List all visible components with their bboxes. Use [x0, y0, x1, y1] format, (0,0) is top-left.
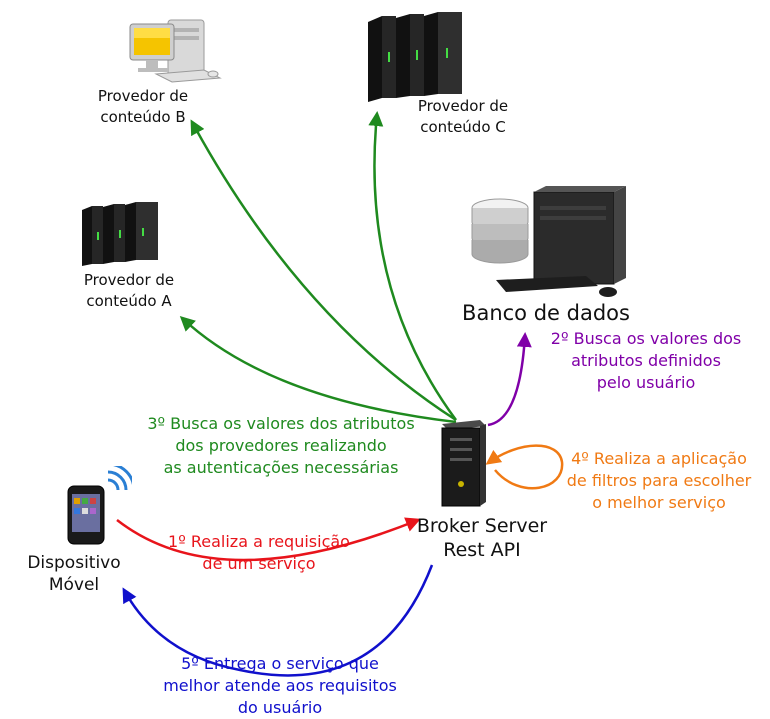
arrow-to-provider-b — [190, 119, 457, 422]
provider-b-line2: conteúdo B — [100, 108, 186, 126]
step1-line2: de um serviço — [202, 554, 316, 573]
provider-c-line2: conteúdo C — [420, 118, 506, 136]
provider-a-label: Provedor de conteúdo A — [66, 270, 192, 312]
provider-c-label: Provedor de conteúdo C — [400, 96, 526, 138]
smartphone-icon — [67, 466, 132, 545]
step2-text: 2º Busca os valores dos atributos defini… — [528, 328, 764, 394]
arrow-request — [116, 517, 421, 562]
step4-line2: de filtros para escolher — [566, 471, 752, 490]
provider-a-line1: Provedor de — [83, 271, 175, 289]
provider-c-line1: Provedor de — [417, 97, 509, 115]
device-label: Dispositivo Móvel — [14, 552, 134, 596]
desktop-computer-icon — [129, 19, 222, 83]
step2-line2: atributos definidos — [571, 351, 721, 370]
provider-b-label: Provedor de conteúdo B — [80, 86, 206, 128]
database-label: Banco de dados — [462, 301, 630, 325]
step2-line1: 2º Busca os valores dos — [550, 329, 742, 348]
step5-text: 5º Entrega o serviço que melhor atende a… — [130, 653, 430, 719]
database-workstation-icon — [471, 186, 626, 297]
server-rack-icon — [82, 202, 158, 266]
step5-line2: melhor atende aos requisitos — [163, 676, 397, 695]
step3-line2: dos provedores realizando — [175, 436, 387, 455]
broker-line2: Rest API — [443, 539, 521, 561]
server-tower-icon — [441, 420, 486, 507]
arrow-filter-loop — [485, 444, 564, 490]
step1-text: 1º Realiza a requisição de um serviço — [146, 531, 372, 575]
arrow-to-provider-c — [368, 111, 458, 421]
arrow-delivery — [122, 564, 434, 677]
step4-text: 4º Realiza a aplicação de filtros para e… — [554, 448, 764, 514]
step4-line1: 4º Realiza a aplicação — [571, 449, 747, 468]
step5-line3: do usuário — [237, 698, 323, 717]
step4-line3: o melhor serviço — [592, 493, 726, 512]
provider-a-line2: conteúdo A — [86, 292, 172, 310]
device-line2: Móvel — [48, 575, 100, 595]
broker-label: Broker Server Rest API — [412, 514, 552, 562]
step3-line1: 3º Busca os valores dos atributos — [147, 414, 415, 433]
device-line1: Dispositivo — [27, 553, 121, 573]
step1-line1: 1º Realiza a requisição — [168, 532, 350, 551]
step3-text: 3º Busca os valores dos atributos dos pr… — [128, 413, 434, 479]
step5-line1: 5º Entrega o serviço que — [181, 654, 379, 673]
arrow-to-provider-a — [179, 315, 457, 424]
arrow-to-database — [487, 332, 532, 427]
step2-line3: pelo usuário — [596, 373, 696, 392]
broker-line1: Broker Server — [416, 515, 548, 537]
provider-b-line1: Provedor de — [97, 87, 189, 105]
server-rack-icon — [368, 12, 462, 102]
step3-line3: as autenticações necessárias — [163, 458, 399, 477]
